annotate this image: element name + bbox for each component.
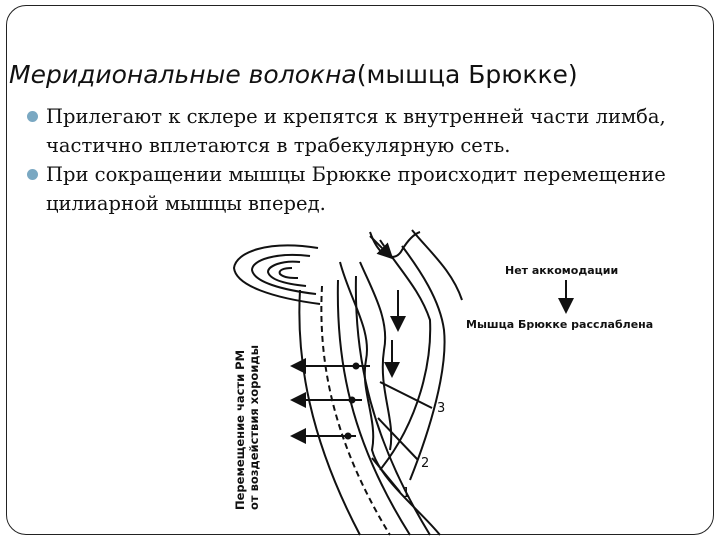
junction-dot: [353, 363, 360, 370]
sclera-line: [356, 276, 430, 535]
pointer-line: [378, 418, 418, 460]
label-number-2: 2: [421, 456, 429, 471]
label-number-1: 1: [402, 486, 410, 501]
limbus-arc: [252, 255, 316, 294]
sclera-line: [299, 290, 360, 535]
junction-dot: [345, 433, 352, 440]
sclera-line: [321, 286, 390, 535]
force-arrow: [370, 236, 392, 258]
limbus-arc: [234, 245, 320, 304]
vertical-label-line2: от воздействия хороиды: [247, 345, 261, 510]
label-number-3: 3: [437, 401, 445, 416]
label-muscle-relaxed: Мышца Брюкке расслаблена: [466, 318, 653, 331]
sclera-line: [338, 280, 410, 535]
ciliary-outline: [412, 230, 462, 300]
limbus-arc: [280, 268, 298, 278]
limbus-arc: [268, 262, 306, 286]
vertical-label-line1: Перемещение части РМ: [233, 350, 247, 510]
label-no-accommodation: Нет аккомодации: [505, 264, 618, 277]
junction-dot: [349, 397, 356, 404]
